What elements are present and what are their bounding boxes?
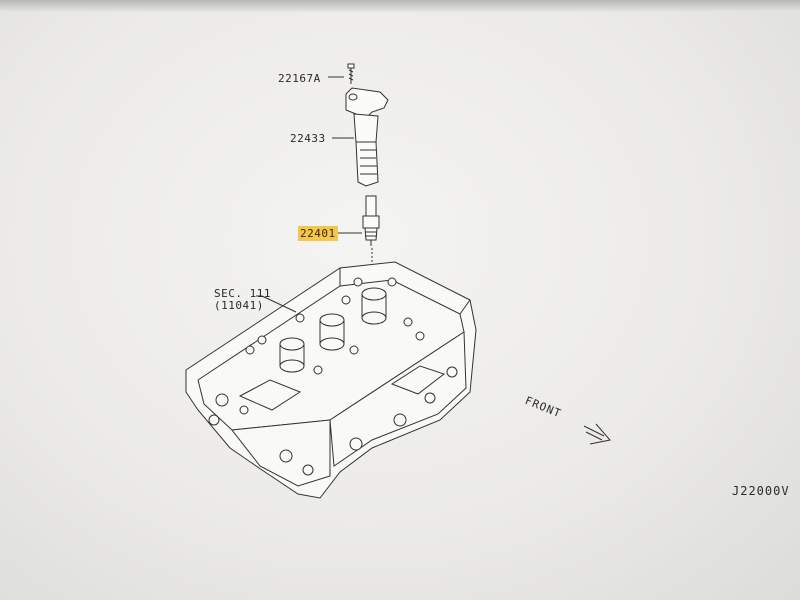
section-number: SEC. 111 bbox=[214, 287, 271, 300]
spark-plug-part bbox=[362, 195, 380, 246]
callout-bolt: 22167A bbox=[278, 72, 321, 85]
monitor-top-edge bbox=[0, 0, 800, 12]
diagram-ref-id: J22000V bbox=[732, 484, 790, 498]
front-arrow-icon bbox=[583, 423, 611, 445]
callout-ignition-coil: 22433 bbox=[290, 132, 326, 145]
callout-section: SEC. 111 (11041) bbox=[214, 288, 271, 312]
leader-line-sec bbox=[261, 295, 297, 313]
bolt-part bbox=[347, 63, 355, 84]
callout-spark-plug: 22401 bbox=[298, 226, 338, 241]
cylinder-head-part bbox=[185, 261, 477, 499]
section-subref: (11041) bbox=[214, 299, 264, 312]
ignition-coil-part bbox=[345, 87, 389, 187]
